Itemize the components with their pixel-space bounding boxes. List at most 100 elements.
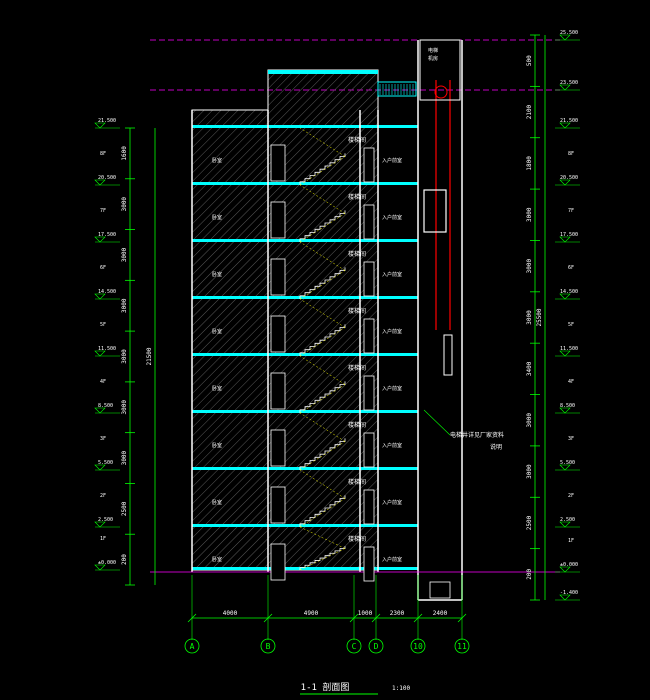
elevation-triangle [559, 407, 571, 414]
entrance-label: 入户前室 [382, 328, 402, 335]
door-opening [270, 486, 286, 524]
dim-text-bottom: 4000 [223, 610, 238, 617]
door-opening [363, 546, 375, 582]
axis-label: B [266, 642, 271, 651]
elevation-triangle [94, 407, 106, 414]
room-label: 卧室 [212, 499, 222, 506]
entrance-label: 入户前室 [382, 214, 402, 221]
stair-flight [299, 438, 346, 470]
floor-label: 8F [100, 151, 106, 157]
stair-flight [299, 210, 346, 242]
elevation-text: ±0.000 [560, 562, 578, 568]
floor-label: 2F [100, 493, 106, 499]
dim-text: 3000 [526, 259, 533, 274]
elevation-text: 11.500 [98, 346, 116, 352]
machine-room [419, 39, 461, 101]
dim-text-bottom: 2400 [433, 610, 448, 617]
axis-bubble [454, 638, 470, 654]
stair-handrail [299, 127, 346, 157]
axis-label: A [190, 642, 195, 651]
door-opening [363, 432, 375, 468]
dim-tick [371, 613, 381, 623]
dim-text: 3000 [526, 310, 533, 325]
stair-flight [299, 153, 346, 185]
dim-tick [349, 613, 359, 623]
door-opening [363, 204, 375, 240]
door-opening [270, 315, 286, 353]
axis-label: C [352, 642, 357, 651]
elevation-triangle [94, 350, 106, 357]
dim-text: 3000 [121, 197, 128, 212]
door-opening [363, 318, 375, 354]
floor-label: 2F [568, 493, 574, 499]
dim-text: 3000 [121, 247, 128, 262]
elevation-triangle [559, 594, 571, 601]
roof-slab [268, 70, 378, 74]
dim-text: 3000 [121, 450, 128, 465]
dim-tick [263, 613, 273, 623]
elevation-triangle [559, 236, 571, 243]
floor-slab [192, 524, 418, 527]
stair-handrail [299, 548, 346, 571]
axis-bubble [410, 638, 426, 654]
elevation-text: 14.500 [560, 289, 578, 295]
door-opening [270, 258, 286, 296]
stair-flight [299, 324, 346, 356]
annotations: ±0.0002.5005.5008.50011.50014.50017.5002… [98, 30, 578, 651]
elevation-triangle [559, 293, 571, 300]
dim-total-text: 21500 [146, 347, 153, 365]
drawing-scale: 1:100 [392, 685, 410, 692]
entrance-label: 入户前室 [382, 157, 402, 164]
room-label: 卧室 [212, 271, 222, 278]
dim-text: 1600 [121, 146, 128, 161]
floor-slab [192, 296, 418, 299]
elevation-text: 2.500 [98, 517, 113, 523]
counterweight [443, 334, 453, 376]
drawing-title: 1-1 剖面图 [301, 681, 350, 693]
dim-text: 3000 [121, 298, 128, 313]
dim-text-bottom: 1000 [358, 610, 373, 617]
door-opening [270, 372, 286, 410]
stair-flight [299, 267, 346, 299]
entrance-label: 入户前室 [382, 271, 402, 278]
dimension-lines: 2002500300030003000300030003000160021500… [94, 34, 580, 654]
dim-text: 3000 [526, 413, 533, 428]
dim-tick [413, 613, 423, 623]
elevation-triangle [559, 179, 571, 186]
stair-handrail [299, 241, 346, 271]
room-label: 卧室 [212, 556, 222, 563]
room-label: 卧室 [212, 214, 222, 221]
elevation-text: 8.500 [560, 403, 575, 409]
elevator-note: 说明 [490, 443, 502, 451]
elevation-text: 17.500 [560, 232, 578, 238]
stair-handrail [299, 156, 346, 186]
floor-label: 7F [568, 208, 574, 214]
dim-text: 200 [121, 554, 128, 565]
floor-label: 7F [100, 208, 106, 214]
axis-bubble [260, 638, 276, 654]
axis-label: D [374, 642, 379, 651]
floor-label: 3F [100, 436, 106, 442]
dim-text: 3000 [121, 400, 128, 415]
elevation-triangle [559, 350, 571, 357]
stair-handrail [299, 526, 346, 549]
dim-text: 3400 [526, 361, 533, 376]
elevation-text: -1.400 [560, 590, 578, 596]
entrance-label: 入户前室 [382, 556, 402, 563]
floor-label: 6F [100, 265, 106, 271]
dim-text: 3000 [526, 207, 533, 222]
door-opening [270, 144, 286, 182]
floor-slab [192, 182, 418, 185]
stair-handrail [299, 469, 346, 499]
elevation-triangle [94, 293, 106, 300]
roof-canopy [377, 81, 417, 97]
dim-tick [457, 613, 467, 623]
door-opening [363, 147, 375, 183]
elevation-triangle [94, 564, 106, 571]
floor-label: 8F [568, 151, 574, 157]
floor-label: 5F [568, 322, 574, 328]
stair-handrail [299, 270, 346, 300]
elevation-triangle [94, 521, 106, 528]
floor-label: 5F [100, 322, 106, 328]
dim-text: 200 [526, 569, 533, 580]
